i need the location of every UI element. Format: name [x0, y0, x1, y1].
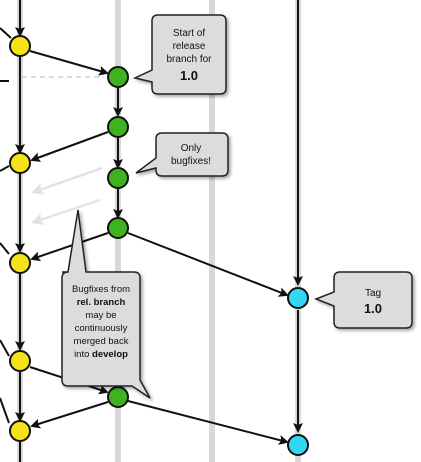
release-commits — [107, 66, 129, 408]
release-to-master-2 — [127, 400, 289, 445]
callout-only-bugfixes — [135, 132, 229, 177]
release-commit — [107, 167, 129, 189]
branch-off-edge — [29, 50, 109, 76]
callout-only-bugfixes-line1: Only — [181, 143, 202, 154]
master-commit — [287, 434, 309, 456]
callout-bugfixes-merge — [61, 209, 151, 399]
callout-tag-bubble — [313, 271, 413, 329]
callout-bugfixes-merge-line4: continuously — [75, 323, 128, 334]
release-commit — [107, 217, 129, 239]
callout-only-bugfixes-line2: bugfixes! — [171, 156, 211, 167]
callout-bugfixes-merge-line3: may be — [85, 310, 116, 321]
callout-bugfixes-merge-line6-bold: develop — [92, 349, 128, 360]
offscreen-edge-3 — [0, 165, 10, 172]
offscreen-edge-4 — [0, 242, 10, 255]
callout-release-start-line1: Start of — [173, 28, 205, 39]
callout-tag-version: 1.0 — [364, 301, 382, 316]
callout-bugfixes-merge-bubble — [61, 209, 151, 399]
release-to-master-1 — [127, 232, 289, 297]
master-commit — [287, 287, 309, 309]
callout-bugfixes-merge-line6: into develop — [74, 349, 128, 360]
callout-only-bugfixes-bubble — [135, 132, 229, 177]
callout-bugfixes-merge-line1: Bugfixes from — [72, 284, 130, 295]
develop-commit — [9, 350, 31, 372]
callout-bugfixes-merge-line2: rel. branch — [77, 297, 126, 308]
release-commit — [107, 116, 129, 138]
callout-tag-label: Tag — [365, 288, 381, 299]
release2-merge-back — [30, 401, 109, 429]
callout-bugfixes-merge-line6-prefix: into — [74, 349, 92, 360]
callout-release-start-line3: branch for — [166, 54, 212, 65]
release-connectors — [29, 50, 289, 445]
offscreen-edge-1 — [0, 27, 12, 39]
callout-release-start — [132, 14, 227, 95]
develop-commit — [9, 252, 31, 274]
offscreen-edge-5 — [0, 339, 10, 357]
develop-commit — [9, 35, 31, 57]
release-merge-back-1 — [30, 131, 109, 162]
release-commit — [107, 386, 129, 408]
faded-arrow-1 — [31, 166, 103, 195]
faded-arrows — [31, 166, 103, 225]
callout-bugfixes-merge-line5: merged back — [74, 336, 129, 347]
callout-release-start-version: 1.0 — [180, 68, 198, 83]
release-commit — [107, 66, 129, 88]
callout-release-start-line2: release — [173, 41, 206, 52]
callout-release-start-bubble — [132, 14, 227, 95]
develop-commits — [9, 35, 31, 442]
master-commits — [287, 287, 309, 456]
offscreen-edge-6 — [0, 397, 10, 424]
offscreen-edges — [0, 27, 12, 424]
develop-commit — [9, 152, 31, 174]
develop-commit — [9, 420, 31, 442]
release-merge-back-2 — [30, 232, 109, 262]
callout-tag — [313, 271, 413, 329]
faded-arrow-2 — [31, 198, 101, 225]
